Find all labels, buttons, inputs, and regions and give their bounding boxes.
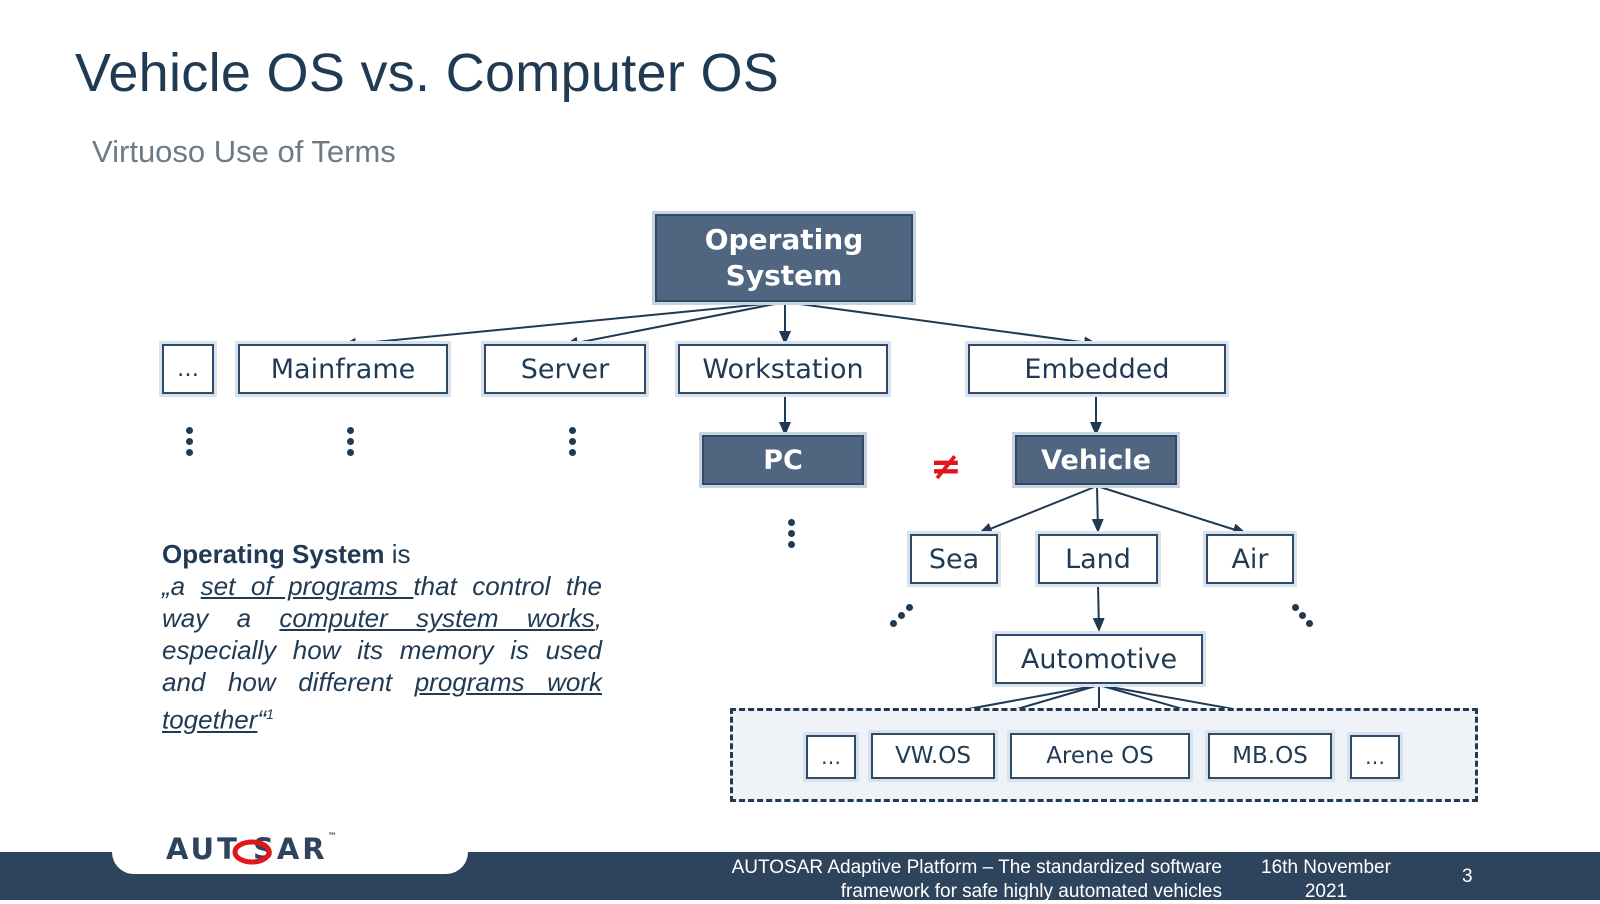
node-workstation-label: Workstation bbox=[702, 353, 864, 385]
node-automotive-label: Automotive bbox=[1020, 643, 1178, 675]
autosar-logo: AUT SAR™ bbox=[166, 832, 337, 866]
node-vehicle-label: Vehicle bbox=[1041, 444, 1151, 476]
definition-block: Operating System is „a set of programs t… bbox=[162, 538, 602, 736]
definition-quote: „a set of programs that control the way … bbox=[162, 570, 602, 736]
node-vw-os: VW.OS bbox=[871, 733, 995, 779]
node-embedded-label: Embedded bbox=[1024, 353, 1170, 385]
arene-os-label: Arene OS bbox=[1046, 743, 1154, 769]
slide-title: Vehicle OS vs. Computer OS bbox=[75, 43, 780, 103]
autosar-tm: ™ bbox=[327, 832, 337, 842]
vehicle-os-etc-right-label: … bbox=[1365, 745, 1385, 769]
ellipsis-etc bbox=[186, 427, 196, 460]
logo-tab bbox=[112, 828, 468, 874]
page-number: 3 bbox=[1462, 866, 1473, 887]
arrow-vehicle-air bbox=[1096, 485, 1247, 536]
link-computer-system-works: computer system works bbox=[279, 603, 595, 633]
node-automotive: Automotive bbox=[995, 634, 1203, 684]
ellipsis-mainframe bbox=[347, 427, 357, 460]
footer-date: 16th November 2021 bbox=[1258, 856, 1394, 904]
node-sea-label: Sea bbox=[928, 543, 980, 575]
autosar-logo-ring-icon bbox=[232, 839, 272, 865]
vw-os-label: VW.OS bbox=[895, 743, 971, 769]
mb-os-label: MB.OS bbox=[1232, 743, 1308, 769]
not-equal-sign: ≠ bbox=[930, 444, 962, 488]
footer-caption: AUTOSAR Adaptive Platform – The standard… bbox=[620, 856, 1222, 904]
node-sea: Sea bbox=[910, 534, 998, 584]
node-server-label: Server bbox=[520, 353, 610, 385]
operating-system-node: Operating System bbox=[655, 214, 913, 302]
arrow-vehicle-land bbox=[1091, 485, 1104, 533]
operating-system-label: Operating System bbox=[704, 223, 864, 292]
node-arene-os: Arene OS bbox=[1010, 733, 1190, 779]
arrow-os-server bbox=[564, 301, 786, 349]
node-mb-os: MB.OS bbox=[1208, 733, 1332, 779]
definition-text-2: , especially how its memory is used and … bbox=[162, 603, 602, 697]
node-server: Server bbox=[484, 344, 646, 394]
node-vehicle: Vehicle bbox=[1015, 435, 1177, 485]
footnote-marker: 1 bbox=[266, 706, 274, 722]
node-vehicle-os-etc-right: … bbox=[1350, 735, 1400, 779]
ellipsis-server bbox=[569, 427, 579, 460]
node-etc-label: … bbox=[177, 356, 199, 382]
quote-open: „a bbox=[162, 571, 201, 601]
node-embedded: Embedded bbox=[968, 344, 1226, 394]
node-air: Air bbox=[1206, 534, 1294, 584]
arrow-vehicle-sea bbox=[978, 485, 1098, 535]
node-land-label: Land bbox=[1065, 543, 1131, 575]
footer-caption-line1: AUTOSAR Adaptive Platform – The standard… bbox=[731, 857, 1222, 878]
vehicle-os-etc-left-label: … bbox=[821, 745, 841, 769]
definition-heading: Operating System is bbox=[162, 538, 602, 570]
node-pc: PC bbox=[702, 435, 864, 485]
node-mainframe-label: Mainframe bbox=[270, 353, 416, 385]
footer-date-line1: 16th November bbox=[1261, 857, 1391, 878]
link-set-of-programs: set of programs bbox=[200, 571, 414, 601]
ellipsis-pc bbox=[788, 519, 798, 552]
footer-caption-line2: framework for safe highly automated vehi… bbox=[840, 881, 1222, 902]
node-vehicle-os-etc-left: … bbox=[806, 735, 856, 779]
slide-subtitle: Virtuoso Use of Terms bbox=[92, 134, 396, 169]
node-mainframe: Mainframe bbox=[238, 344, 448, 394]
node-workstation: Workstation bbox=[678, 344, 888, 394]
arrow-os-embedded bbox=[784, 301, 1098, 349]
link-programs-work-together: programs work together bbox=[162, 667, 602, 735]
quote-close: “ bbox=[257, 704, 267, 735]
node-pc-label: PC bbox=[763, 444, 803, 476]
definition-text-1: that control the way a bbox=[162, 571, 603, 633]
footer-date-line2: 2021 bbox=[1304, 881, 1348, 902]
arrow-land-automotive bbox=[1092, 584, 1105, 632]
node-land: Land bbox=[1038, 534, 1158, 584]
definition-term: Operating System bbox=[162, 539, 385, 569]
node-air-label: Air bbox=[1231, 543, 1269, 575]
definition-is: is bbox=[384, 539, 411, 569]
arrow-os-mainframe bbox=[342, 301, 786, 350]
node-etc: … bbox=[162, 344, 214, 394]
